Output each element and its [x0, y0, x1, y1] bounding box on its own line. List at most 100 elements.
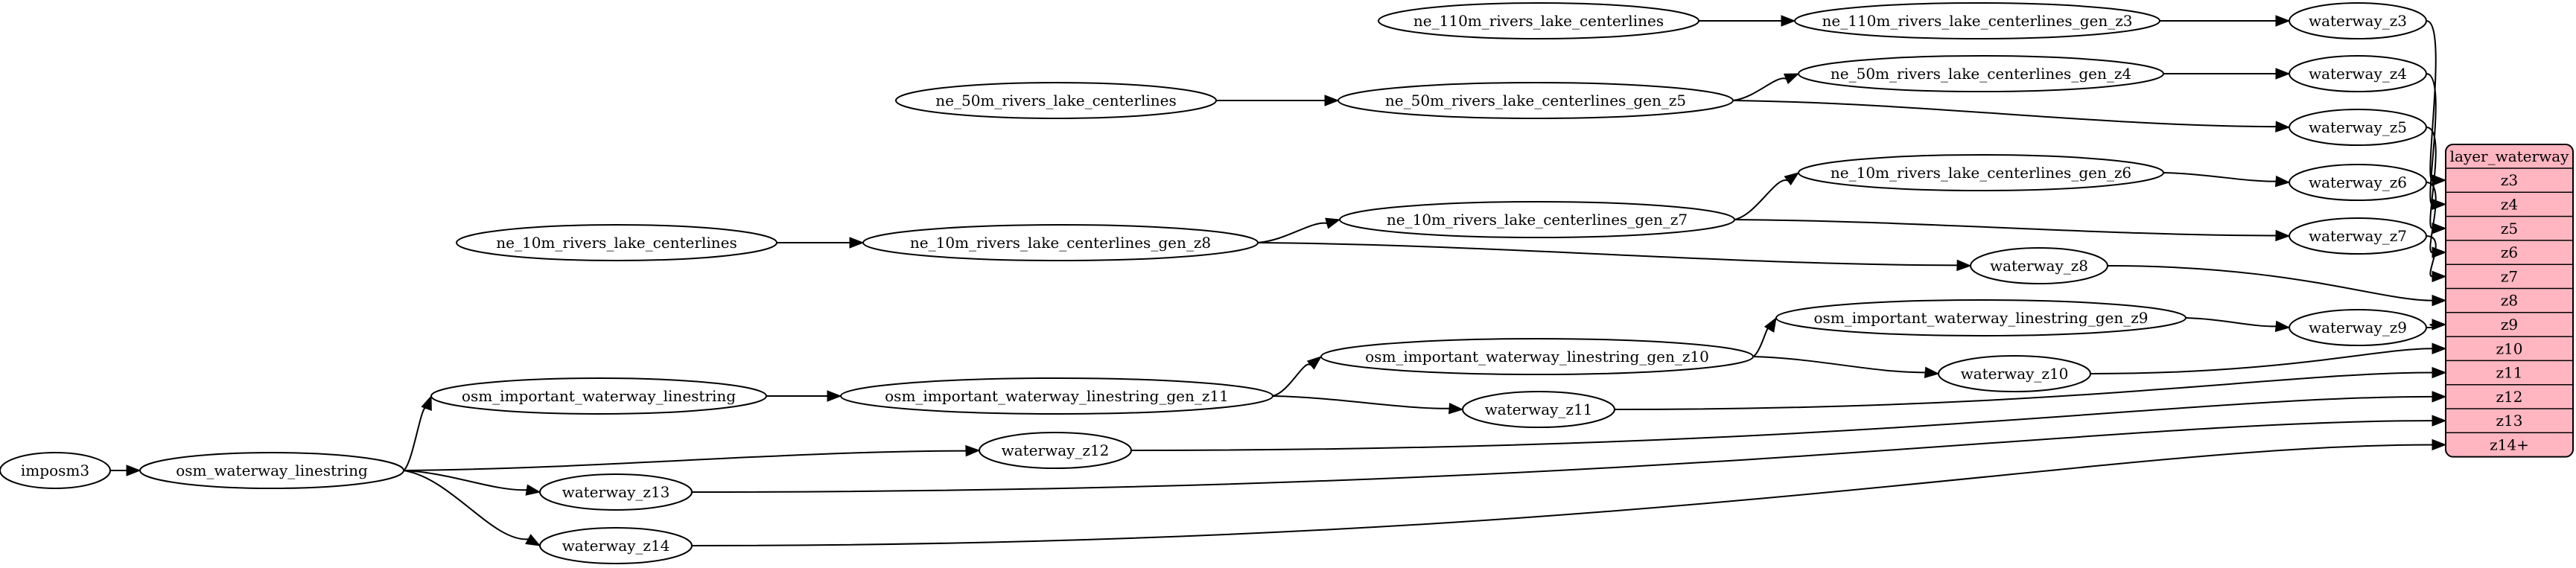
edge-osm-important-waterway-linestring-gen-z10-to-waterway-z10: [1752, 356, 1940, 378]
edge-waterway-z13-to-layer-z13: [691, 415, 2447, 493]
edge-line: [2426, 127, 2437, 229]
arrowhead: [126, 465, 141, 476]
node-ellipse: [2289, 309, 2427, 346]
edge-osm-important-waterway-linestring-gen-z11-to-waterway-z11: [1272, 395, 1464, 415]
arrowhead: [2275, 15, 2291, 27]
node-osm-important-waterway-linestring: osm_important_waterway_linestring: [430, 377, 767, 415]
edge-osm-important-waterway-linestring-to-osm-important-waterway-linestring-gen-z11: [766, 390, 842, 402]
edge-line: [2163, 172, 2277, 182]
edge-line: [1130, 395, 2433, 451]
edge-waterway-z8-to-layer-z8: [2107, 265, 2447, 307]
node-label: osm_waterway_linestring: [176, 462, 368, 479]
node-label: osm_important_waterway_linestring_gen_z1…: [1365, 348, 1709, 366]
node-ellipse: [2289, 164, 2427, 201]
node-waterway-z10: waterway_z10: [1938, 355, 2091, 392]
layer-waterway-box: [2445, 144, 2574, 458]
edges-group: [109, 15, 2447, 546]
layer-row-z6: z6: [2501, 243, 2518, 261]
node-osm-important-waterway-linestring-gen-z9: osm_important_waterway_linestring_gen_z9: [1775, 299, 2187, 336]
edge-line: [1732, 100, 2277, 128]
node-ellipse: [1798, 55, 2164, 92]
node-ellipse: [1378, 2, 1699, 39]
edge-waterway-z12-to-layer-z12: [1130, 391, 2447, 451]
edge-ne-50m-rivers-lake-centerlines-gen-z4-to-waterway-z4: [2163, 68, 2291, 80]
node-label: waterway_z4: [2309, 65, 2407, 83]
node-ellipse: [539, 473, 693, 511]
edge-ne-50m-rivers-lake-centerlines-to-ne-50m-rivers-lake-centerlines-gen-z5: [1216, 95, 1340, 106]
layer-row-z9: z9: [2501, 316, 2518, 334]
arrowhead: [2432, 438, 2447, 451]
node-label: waterway_z5: [2309, 118, 2407, 136]
edge-line: [2185, 317, 2277, 328]
arrowhead: [525, 484, 541, 496]
node-waterway-z14: waterway_z14: [539, 527, 693, 564]
edge-line: [1752, 356, 1926, 374]
node-label: osm_important_waterway_linestring_gen_z1…: [885, 387, 1229, 405]
node-ellipse: [1339, 201, 1735, 238]
edge-ne-110m-rivers-lake-centerlines-to-ne-110m-rivers-lake-centerlines-gen-z3: [1699, 15, 1796, 27]
node-waterway-z8: waterway_z8: [1970, 247, 2108, 284]
arrowhead: [2432, 391, 2447, 403]
node-ellipse: [1938, 355, 2091, 392]
arrowhead: [1783, 73, 1800, 85]
edge-imposm3-to-osm-waterway-linestring: [109, 465, 141, 476]
layer-row-z13: z13: [2496, 412, 2523, 430]
node-ellipse: [979, 432, 1132, 469]
arrowhead: [421, 395, 432, 412]
arrowhead: [1924, 366, 1940, 378]
layer-row-z7: z7: [2501, 267, 2518, 285]
arrowhead: [1306, 356, 1323, 370]
edge-osm-waterway-linestring-to-waterway-z14: [403, 470, 541, 546]
edge-line: [1257, 222, 1327, 243]
node-osm-important-waterway-linestring-gen-z10: osm_important_waterway_linestring_gen_z1…: [1320, 338, 1754, 375]
arrowhead: [2432, 174, 2447, 186]
node-label: waterway_z10: [1961, 365, 2069, 383]
layer-row-z3: z3: [2501, 171, 2518, 189]
node-ellipse: [895, 82, 1217, 119]
node-label: ne_10m_rivers_lake_centerlines: [496, 234, 737, 252]
node-waterway-z3: waterway_z3: [2289, 2, 2427, 39]
node-ellipse: [430, 377, 767, 415]
arrowhead: [2275, 229, 2291, 242]
layer-row-z12: z12: [2496, 388, 2523, 406]
node-ne-50m-rivers-lake-centerlines-gen-z4: ne_50m_rivers_lake_centerlines_gen_z4: [1798, 55, 2164, 92]
edge-line: [403, 450, 967, 471]
node-ellipse: [1338, 82, 1734, 119]
arrowhead: [849, 237, 865, 249]
node-ne-110m-rivers-lake-centerlines: ne_110m_rivers_lake_centerlines: [1378, 2, 1699, 39]
node-label: osm_important_waterway_linestring: [462, 387, 736, 405]
node-ellipse: [1320, 338, 1754, 375]
node-label: waterway_z3: [2309, 12, 2407, 30]
layer-row-z11: z11: [2496, 364, 2523, 382]
node-ellipse: [456, 224, 777, 261]
layer-row-z14: z14+: [2490, 435, 2529, 453]
node-ne-10m-rivers-lake-centerlines: ne_10m_rivers_lake_centerlines: [456, 224, 777, 261]
node-ellipse: [2289, 109, 2427, 146]
node-ne-10m-rivers-lake-centerlines-gen-z8: ne_10m_rivers_lake_centerlines_gen_z8: [862, 224, 1259, 261]
node-waterway-z12: waterway_z12: [979, 432, 1132, 469]
node-waterway-z6: waterway_z6: [2289, 164, 2427, 201]
node-label: ne_10m_rivers_lake_centerlines_gen_z7: [1387, 211, 1688, 229]
edge-ne-50m-rivers-lake-centerlines-gen-z5-to-waterway-z5: [1732, 100, 2291, 133]
node-ellipse: [2289, 217, 2427, 255]
edge-line: [403, 470, 527, 491]
edge-ne-50m-rivers-lake-centerlines-gen-z5-to-ne-50m-rivers-lake-centerlines-gen-z4: [1732, 73, 1800, 101]
edge-osm-waterway-linestring-to-waterway-z13: [403, 470, 541, 496]
edge-line: [1257, 242, 1958, 267]
edge-waterway-z9-to-layer-z9: [2426, 319, 2447, 331]
node-ellipse: [1775, 299, 2187, 336]
node-label: waterway_z9: [2309, 319, 2407, 336]
arrowhead: [1781, 15, 1796, 27]
edge-line: [403, 470, 529, 540]
node-label: waterway_z13: [562, 483, 670, 501]
node-ellipse: [539, 527, 693, 564]
edge-waterway-z14-to-layer-z14: [691, 438, 2447, 546]
node-imposm3: imposm3: [0, 452, 111, 489]
node-label: waterway_z11: [1485, 401, 1593, 418]
edge-line: [1732, 77, 1787, 101]
node-waterway-z9: waterway_z9: [2289, 309, 2427, 346]
edge-line: [691, 420, 2433, 493]
layer-row-z5: z5: [2501, 220, 2518, 237]
arrowhead: [1956, 259, 1972, 272]
